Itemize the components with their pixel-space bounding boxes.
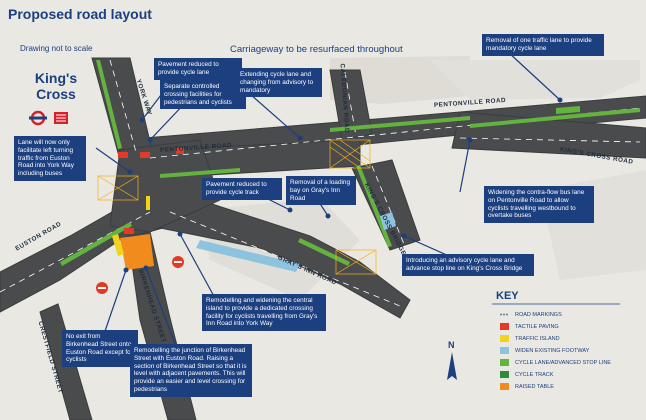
key-item-traffic-island: TRAFFIC ISLAND [500, 334, 560, 343]
key-item-cycle-lane: CYCLE LANE/ADVANCED STOP LINE [500, 358, 611, 367]
callout-removal-loading-bay: Removal of a loading bay on Gray's Inn R… [286, 176, 356, 206]
scale-note: Drawing not to scale [20, 44, 93, 53]
swatch [500, 383, 509, 390]
underground-roundel-icon [29, 110, 47, 126]
key-item-cycle-track: CYCLE TRACK [500, 370, 553, 379]
key-item-widen-footway: WIDEN EXISTING FOOTWAY [500, 346, 589, 355]
key-label: WIDEN EXISTING FOOTWAY [515, 347, 590, 354]
callout-remodelling-junction: Remodelling the junction of Birkenhead S… [130, 344, 252, 397]
key-label: ROAD MARKINGS [515, 311, 562, 318]
swatch [500, 323, 509, 330]
callout-no-exit-birkenhead: No exit from Birkenhead Street onto Eust… [62, 330, 138, 368]
callout-lane-left-turning: Lane will now only facilitate left turni… [14, 136, 86, 181]
callout-pavement-reduced-cycle-track: Pavement reduced to provide cycle track [202, 178, 282, 200]
swatch [500, 359, 509, 366]
no-entry-sign-icon [172, 256, 184, 268]
swatch [500, 371, 509, 378]
north-label: N [448, 340, 455, 350]
key-item-raised-table: RAISED TABLE [500, 382, 554, 391]
map-title: Proposed road layout [8, 6, 152, 22]
key-item-road-markings: ROAD MARKINGS [500, 310, 562, 319]
key-label: RAISED TABLE [515, 383, 554, 390]
national-rail-logo-icon [54, 112, 68, 124]
callout-removal-traffic-lane: Removal of one traffic lane to provide m… [482, 34, 604, 56]
station-label: King's Cross [34, 70, 78, 102]
north-arrow-icon [447, 352, 457, 380]
no-entry-sign-icon [96, 282, 108, 294]
key-label: CYCLE TRACK [515, 371, 554, 378]
callout-pavement-reduced-cycle-lane: Pavement reduced to provide cycle lane [154, 58, 242, 80]
swatch [500, 335, 509, 342]
swatch [500, 347, 509, 354]
callout-separate-crossing: Separate controlled crossing facilities … [160, 80, 246, 110]
callout-advisory-cycle-lane: Introducing an advisory cycle lane and a… [402, 254, 534, 276]
callout-extending-cycle-lane: Extending cycle lane and changing from a… [236, 68, 322, 98]
key-label: TRAFFIC ISLAND [515, 335, 560, 342]
key-label: CYCLE LANE/ADVANCED STOP LINE [515, 359, 611, 366]
callout-central-island: Remodelling and widening the central isl… [202, 294, 326, 332]
callout-widening-contra-flow: Widening the contra-flow bus lane on Pen… [484, 186, 594, 224]
key-title: KEY [496, 290, 519, 302]
road-markings-swatch-icon [500, 313, 509, 316]
key-label: TACTILE PAVING [515, 323, 559, 330]
resurfacing-note: Carriageway to be resurfaced throughout [230, 44, 403, 55]
key-item-tactile-paving: TACTILE PAVING [500, 322, 559, 331]
